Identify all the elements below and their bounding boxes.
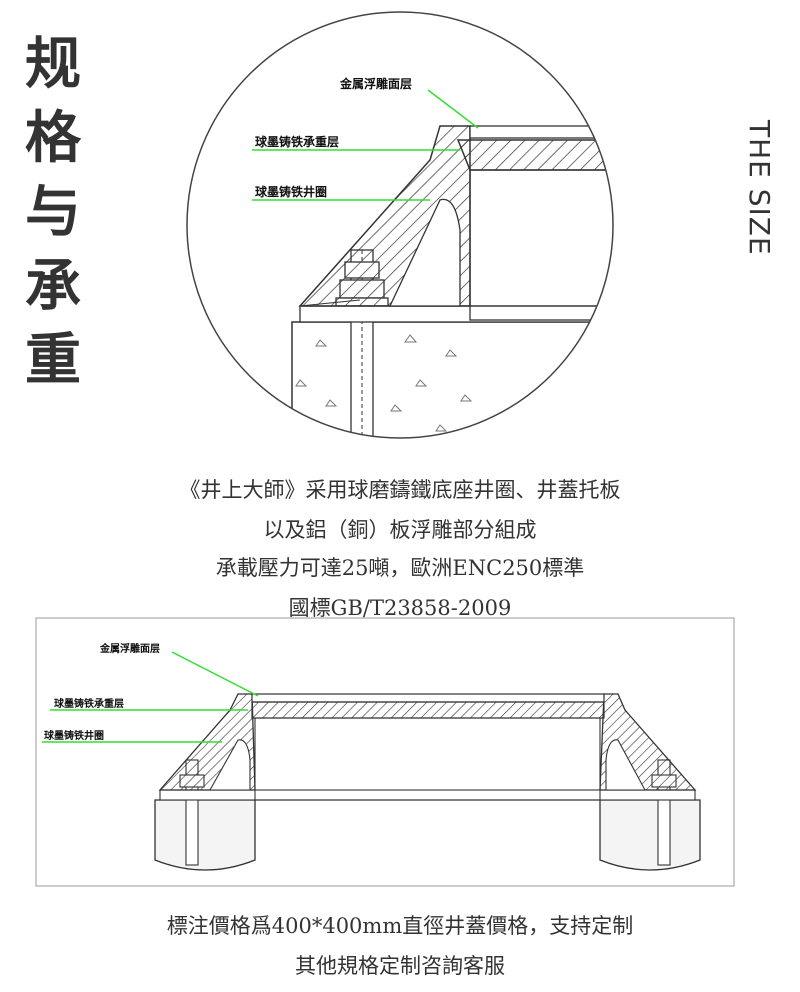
detail-circle <box>186 11 614 439</box>
label-bearing: 球墨铸铁承重层 <box>54 697 124 710</box>
description-line: 承載壓力可達25噸，歐洲ENC250標準 <box>215 556 585 580</box>
bearing-layer <box>251 701 605 719</box>
concrete-left <box>154 799 256 871</box>
page-title: 规 格 与 承 重 <box>18 28 88 398</box>
description-line: 國標GB/T23858-2009 <box>288 596 512 620</box>
concrete-base <box>291 321 613 438</box>
footer-line: 其他規格定制咨詢客服 <box>295 954 505 978</box>
footer-line: 標注價格爲400*400mm直徑井蓋價格，支持定制 <box>166 914 634 938</box>
concrete-right <box>599 799 701 871</box>
surface-plate <box>251 693 605 703</box>
leader-line <box>427 89 479 129</box>
title-char: 承 <box>25 254 81 319</box>
title-char: 格 <box>25 106 81 171</box>
ring-left <box>158 693 256 791</box>
label-bearing: 球墨铸铁承重层 <box>255 134 339 149</box>
description-line: 《井上大師》采用球磨鑄鐵底座井圈、井蓋托板 <box>179 478 621 502</box>
section-frame <box>35 617 735 887</box>
description-line: 以及鋁（銅）板浮雕部分組成 <box>263 518 537 542</box>
title-char: 与 <box>25 180 81 245</box>
detail-diagram: 金属浮雕面层 球墨铸铁承重层 球墨铸铁井圈 <box>186 11 614 439</box>
title-char: 重 <box>25 328 81 393</box>
label-ring: 球墨铸铁井圈 <box>44 729 104 742</box>
ring-right <box>599 693 697 791</box>
title-char: 规 <box>25 32 81 97</box>
bearing-layer <box>456 139 613 171</box>
label-surface: 金属浮雕面层 <box>339 76 412 91</box>
label-ring: 球墨铸铁井圈 <box>255 184 327 199</box>
surface-plate <box>469 125 613 139</box>
label-surface: 金属浮雕面层 <box>99 642 160 655</box>
